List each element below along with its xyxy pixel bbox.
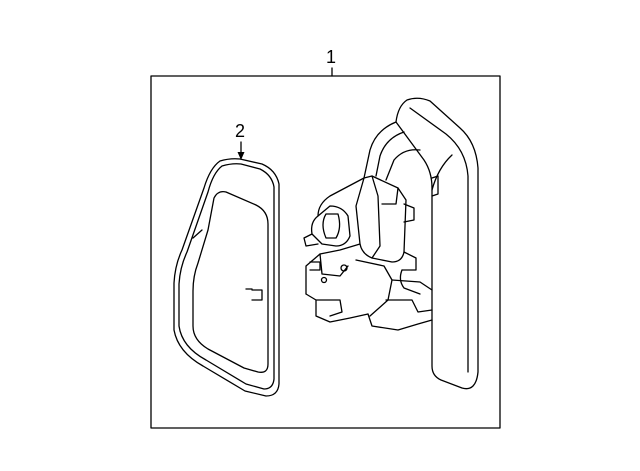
lens-gasket-part (173, 158, 280, 397)
assembly-frame (150, 75, 501, 429)
tail-lamp-housing (303, 97, 479, 390)
callout-1-label: 1 (326, 47, 336, 67)
callout-2-arrow (237, 141, 245, 160)
callout-2-label: 2 (235, 121, 245, 141)
